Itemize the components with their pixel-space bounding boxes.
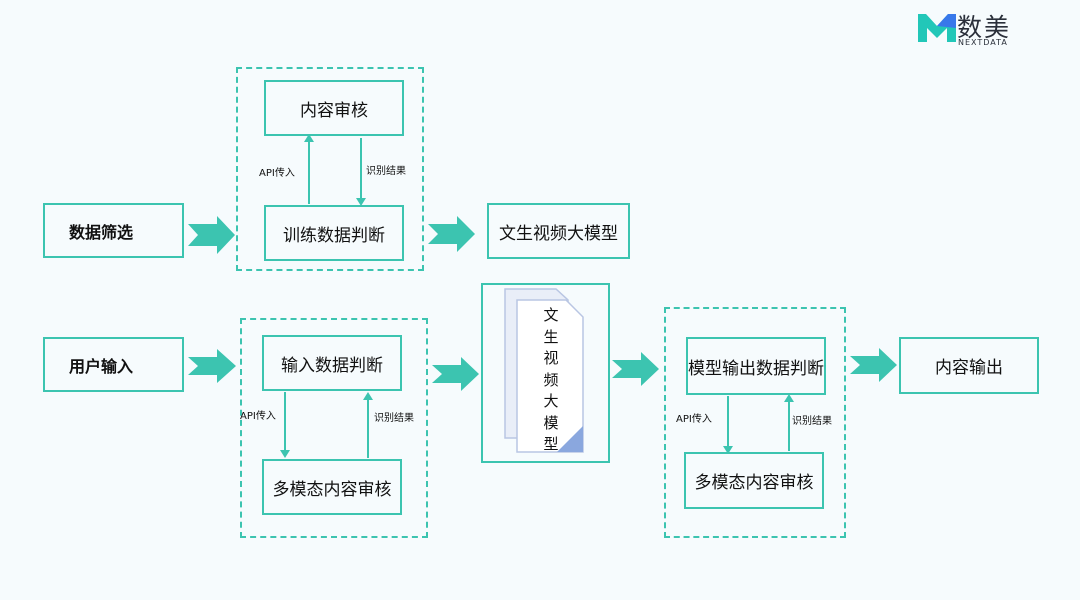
logo-name-en: NEXTDATA	[958, 38, 1008, 47]
input-multimodal-review-label: 多模态内容审核	[272, 479, 392, 500]
input-data-judge-box: 输入数据判断	[262, 335, 402, 391]
text-to-video-model-label: 文生视频大模型	[499, 223, 618, 244]
model-char: 大	[543, 392, 559, 410]
arrow-input-to-group	[188, 349, 236, 383]
content-review-box: 内容审核	[264, 80, 404, 136]
model-char: 生	[543, 327, 559, 346]
text-to-video-model-box: 文生视频大模型	[487, 203, 630, 259]
api-label-top: API传入	[259, 168, 295, 179]
model-output-judge-label: 模型输出数据判断	[688, 358, 824, 379]
content-output-label: 内容输出	[935, 358, 1003, 378]
brand-logo-icon	[918, 14, 956, 42]
result-label-top: 识别结果	[366, 166, 406, 177]
model-char: 频	[543, 370, 559, 389]
arrow-group-to-doc	[432, 357, 479, 391]
content-review-label: 内容审核	[300, 100, 368, 121]
arrow-filter-to-group	[188, 216, 235, 254]
training-data-judge-box: 训练数据判断	[264, 205, 404, 261]
arrow-group-to-model	[428, 216, 475, 252]
model-char: 型	[543, 435, 559, 453]
output-multimodal-review-label: 多模态内容审核	[694, 473, 814, 493]
input-data-judge-label: 输入数据判断	[281, 355, 383, 376]
result-label-output: 识别结果	[792, 416, 832, 427]
model-vertical-label: 文 生 视 频 大 模 型	[541, 305, 561, 456]
training-data-judge-label: 训练数据判断	[283, 225, 385, 246]
input-multimodal-review-box: 多模态内容审核	[262, 459, 402, 515]
user-input-label: 用户输入	[69, 356, 134, 376]
model-output-judge-box: 模型输出数据判断	[686, 337, 826, 395]
content-output-box: 内容输出	[899, 337, 1039, 394]
data-filter-label: 数据筛选	[69, 222, 134, 242]
result-label-input: 识别结果	[374, 413, 414, 424]
logo-name-cn: 数美	[957, 13, 1012, 42]
arrow-group-to-output	[850, 348, 897, 382]
user-input-box: 用户输入	[43, 337, 184, 392]
model-char: 视	[543, 349, 559, 367]
api-label-input: API传入	[240, 411, 276, 422]
api-label-output: API传入	[676, 414, 712, 425]
top-review-group	[236, 67, 424, 271]
arrow-doc-to-group	[612, 352, 659, 386]
model-char: 模	[543, 413, 559, 432]
model-char: 文	[543, 306, 559, 324]
data-filter-box: 数据筛选	[43, 203, 184, 258]
output-multimodal-review-box: 多模态内容审核	[684, 452, 824, 509]
output-review-group	[664, 307, 846, 538]
input-review-group	[240, 318, 428, 538]
document-icon	[504, 288, 584, 453]
